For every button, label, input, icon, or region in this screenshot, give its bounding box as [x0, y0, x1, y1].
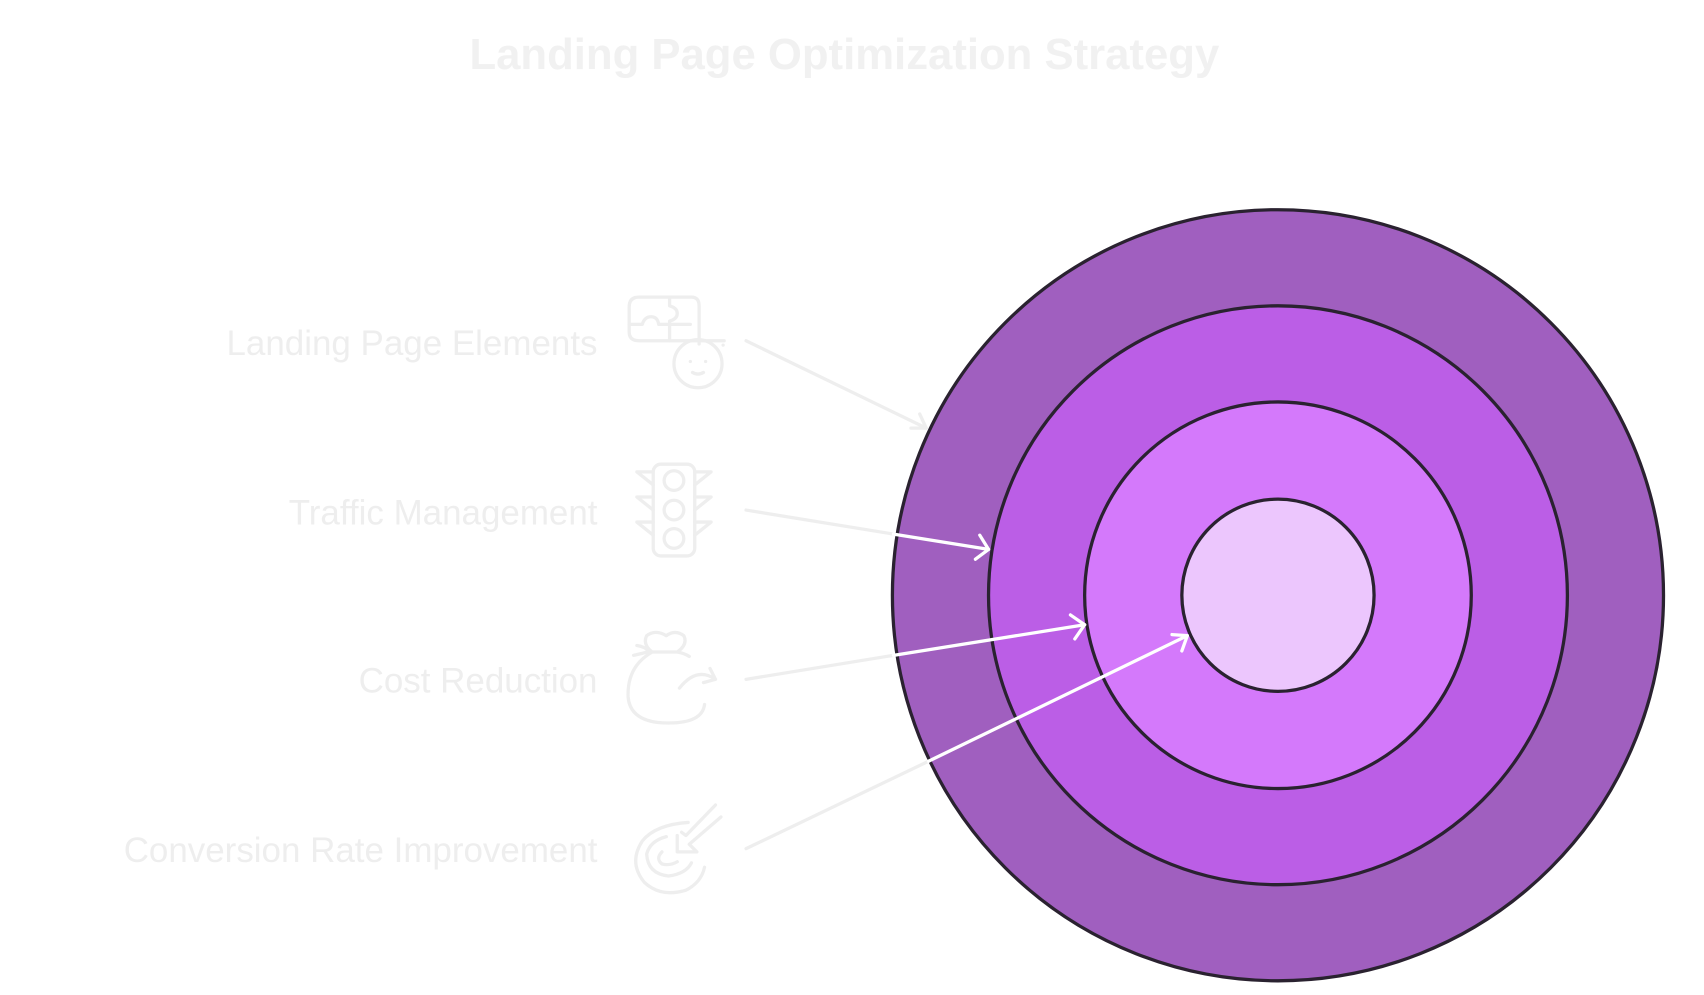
traffic-light-icon — [635, 462, 713, 558]
arrow-traffic-management — [744, 508, 991, 561]
diagram-title: Landing Page Optimization Strategy — [469, 30, 1219, 79]
puzzle-face-icon — [627, 295, 726, 390]
label-cost-reduction: Cost Reduction — [359, 661, 598, 700]
label-landing-page-elements: Landing Page Elements — [227, 324, 598, 363]
arrow-cost-reduction — [744, 613, 1087, 681]
target-rings — [890, 208, 1666, 983]
label-conversion-rate-improvement: Conversion Rate Improvement — [124, 831, 598, 870]
arrow-landing-page-elements — [744, 339, 928, 430]
label-traffic-management: Traffic Management — [289, 493, 598, 532]
arrow-conversion-rate-improvement — [744, 632, 1189, 851]
ring-inner — [1180, 497, 1376, 694]
money-bag-arrow-icon — [626, 630, 718, 725]
target-arrow-icon — [634, 803, 723, 895]
